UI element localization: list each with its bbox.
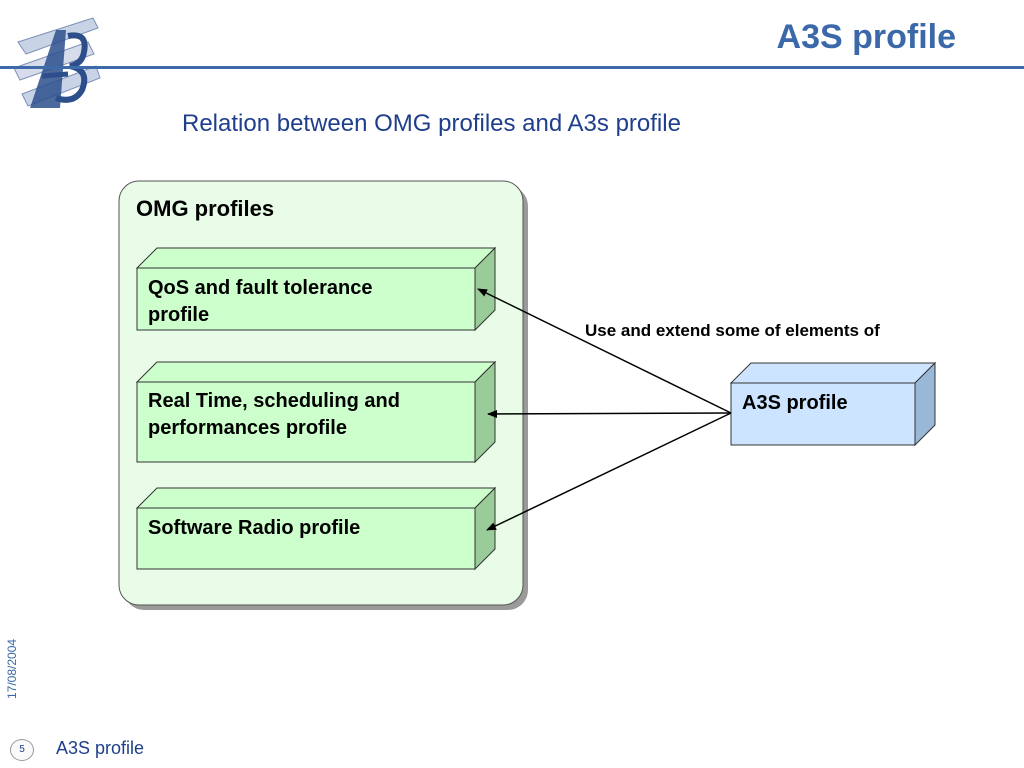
profile-box-qos bbox=[135, 246, 497, 332]
omg-profiles-title: OMG profiles bbox=[136, 196, 275, 221]
a3s-profile-label: A3S profile bbox=[742, 392, 848, 414]
a3s-logo bbox=[13, 17, 101, 108]
qos-profile-line1: QoS and fault tolerance bbox=[148, 277, 373, 299]
software-radio-profile-line1: Software Radio profile bbox=[148, 517, 361, 539]
arrow-to-realtime bbox=[487, 409, 732, 418]
qos-profile-label: QoS and fault tolerance profile bbox=[148, 275, 372, 329]
qos-profile-line2: profile bbox=[148, 304, 210, 326]
arrow-to-qos bbox=[477, 288, 732, 414]
slide-subtitle: Relation between OMG profiles and A3s pr… bbox=[182, 110, 681, 137]
arrow-to-software-radio bbox=[486, 412, 732, 531]
a3s-profile-box bbox=[729, 361, 937, 447]
realtime-profile-line1: Real Time, scheduling and bbox=[148, 390, 400, 412]
profile-box-software-radio bbox=[135, 486, 497, 571]
footer-date: 17/08/2004 bbox=[5, 638, 19, 699]
software-radio-profile-label: Software Radio profile bbox=[148, 515, 360, 542]
page-number: 5 bbox=[10, 739, 34, 761]
header-divider bbox=[0, 66, 1024, 69]
relation-label: Use and extend some of elements of bbox=[585, 321, 880, 340]
profile-box-realtime bbox=[135, 360, 497, 464]
realtime-profile-label: Real Time, scheduling and performances p… bbox=[148, 388, 400, 442]
footer-label: A3S profile bbox=[56, 738, 145, 758]
realtime-profile-line2: performances profile bbox=[148, 417, 347, 439]
slide-title: A3S profile bbox=[776, 18, 956, 56]
